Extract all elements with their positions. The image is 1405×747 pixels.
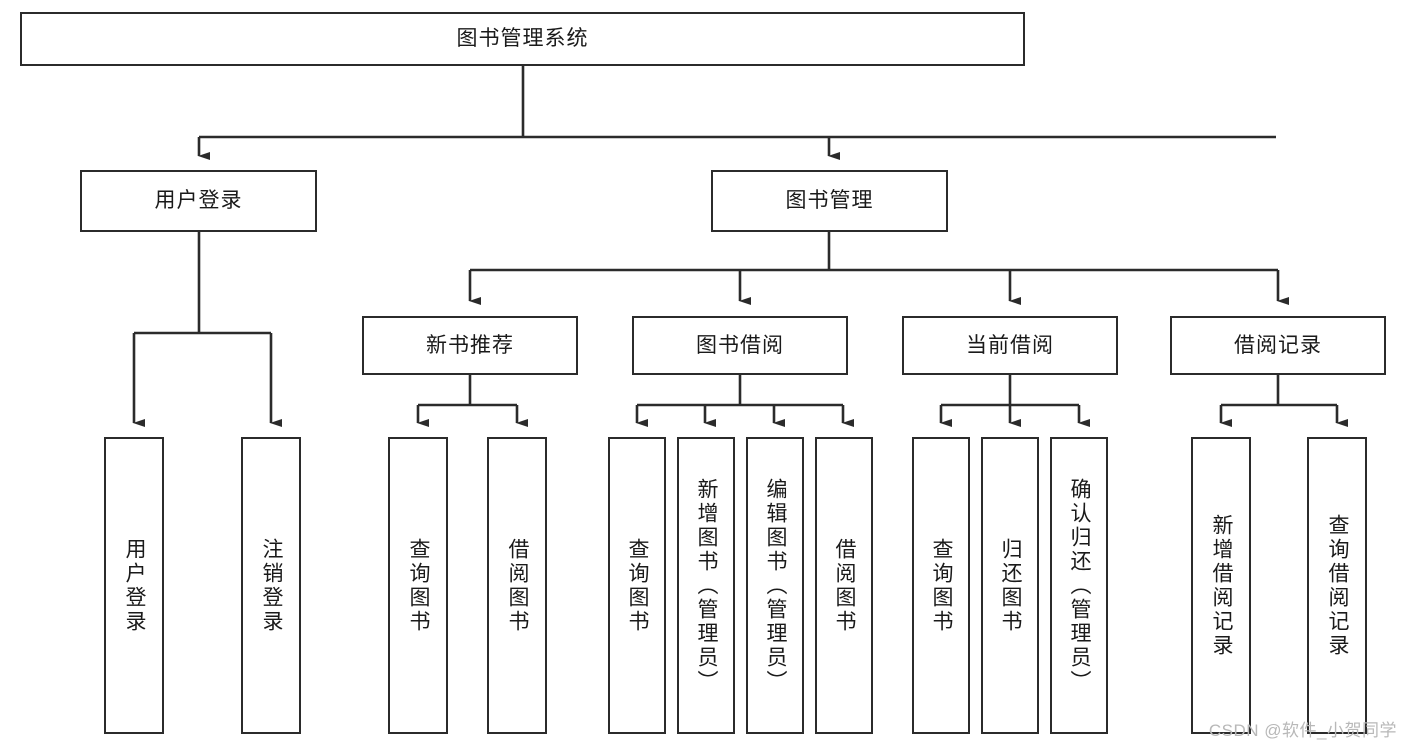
node-leaf-rec-query[interactable]: 查询图书 bbox=[388, 437, 448, 734]
node-leaf-user-login-label: 用户登录 bbox=[123, 537, 147, 634]
node-leaf-borrow-lend-label: 借阅图书 bbox=[833, 537, 857, 634]
node-leaf-cur-query[interactable]: 查询图书 bbox=[912, 437, 970, 734]
node-book-manage[interactable]: 图书管理 bbox=[711, 170, 948, 232]
node-user-login[interactable]: 用户登录 bbox=[80, 170, 317, 232]
node-leaf-user-logout-label: 注销登录 bbox=[260, 537, 284, 634]
node-leaf-borrow-edit[interactable]: 编辑图书（管理员） bbox=[746, 437, 804, 734]
node-leaf-rec-query-label: 查询图书 bbox=[407, 537, 431, 634]
node-leaf-cur-return-label: 归还图书 bbox=[999, 537, 1023, 634]
node-leaf-rec-borrow[interactable]: 借阅图书 bbox=[487, 437, 547, 734]
node-user-login-label: 用户登录 bbox=[154, 189, 243, 213]
node-leaf-cur-return[interactable]: 归还图书 bbox=[981, 437, 1039, 734]
node-new-book-rec[interactable]: 新书推荐 bbox=[362, 316, 578, 375]
node-leaf-rec-add[interactable]: 新增借阅记录 bbox=[1191, 437, 1251, 734]
node-root-label: 图书管理系统 bbox=[456, 27, 589, 51]
node-book-manage-label: 图书管理 bbox=[785, 189, 874, 213]
node-leaf-cur-query-label: 查询图书 bbox=[930, 537, 954, 634]
node-leaf-rec-add-label: 新增借阅记录 bbox=[1210, 513, 1234, 658]
node-leaf-borrow-query-label: 查询图书 bbox=[626, 537, 650, 634]
node-leaf-borrow-add[interactable]: 新增图书（管理员） bbox=[677, 437, 735, 734]
node-current-borrow-label: 当前借阅 bbox=[966, 333, 1054, 357]
node-leaf-borrow-query[interactable]: 查询图书 bbox=[608, 437, 666, 734]
node-leaf-user-login[interactable]: 用户登录 bbox=[104, 437, 164, 734]
node-leaf-cur-confirm[interactable]: 确认归还（管理员） bbox=[1050, 437, 1108, 734]
node-leaf-cur-confirm-label: 确认归还（管理员） bbox=[1068, 477, 1092, 694]
node-root[interactable]: 图书管理系统 bbox=[20, 12, 1025, 66]
node-leaf-rec-borrow-label: 借阅图书 bbox=[506, 537, 530, 634]
node-new-book-rec-label: 新书推荐 bbox=[426, 333, 514, 357]
node-leaf-borrow-add-label: 新增图书（管理员） bbox=[695, 477, 719, 694]
watermark: CSDN @软件_小贺同学 bbox=[1208, 721, 1397, 740]
node-current-borrow[interactable]: 当前借阅 bbox=[902, 316, 1118, 375]
node-book-borrow[interactable]: 图书借阅 bbox=[632, 316, 848, 375]
node-leaf-borrow-lend[interactable]: 借阅图书 bbox=[815, 437, 873, 734]
node-leaf-user-logout[interactable]: 注销登录 bbox=[241, 437, 301, 734]
node-borrow-record-label: 借阅记录 bbox=[1234, 333, 1322, 357]
node-leaf-borrow-edit-label: 编辑图书（管理员） bbox=[764, 477, 788, 694]
node-leaf-rec-search-label: 查询借阅记录 bbox=[1326, 513, 1350, 658]
node-leaf-rec-search[interactable]: 查询借阅记录 bbox=[1307, 437, 1367, 734]
node-book-borrow-label: 图书借阅 bbox=[696, 333, 784, 357]
node-borrow-record[interactable]: 借阅记录 bbox=[1170, 316, 1386, 375]
